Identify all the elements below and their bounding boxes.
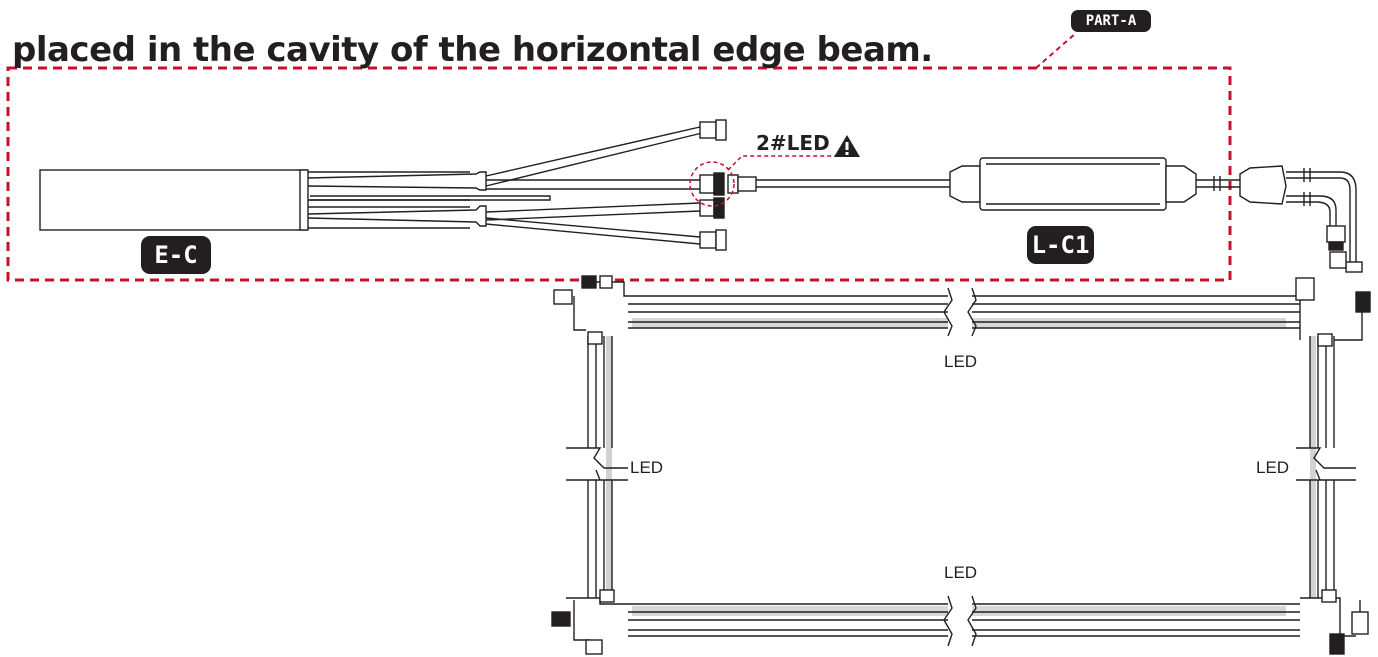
part-a-boundary — [6, 66, 1232, 282]
part-a-tag: PART-A — [1071, 10, 1151, 32]
led-frame-right — [1296, 336, 1356, 598]
callout-leader — [727, 155, 840, 171]
led-label-left: LED — [630, 458, 664, 477]
part-a-leader — [1035, 32, 1077, 69]
callout-circle — [689, 161, 735, 207]
led-frame-top — [628, 287, 1300, 337]
controller-box — [39, 169, 470, 231]
led-frame-left — [566, 336, 628, 598]
led-frame-bottom — [628, 595, 1300, 647]
splitter-connectors — [1326, 225, 1363, 273]
page-heading: placed in the cavity of the horizontal e… — [12, 30, 933, 70]
converter-box — [949, 157, 1197, 211]
led-label-right: LED — [1256, 458, 1290, 477]
callout-label: 2#LED — [756, 131, 830, 155]
splitter — [1239, 165, 1287, 205]
controller-cables — [307, 126, 703, 245]
converter-tag: L-C1 — [1027, 226, 1094, 264]
cable-connectors — [699, 119, 757, 251]
warning-triangle-icon — [834, 135, 860, 157]
splitter-cables — [1286, 168, 1357, 262]
converter-output-cable — [1196, 176, 1240, 191]
led-label-top: LED — [944, 352, 978, 371]
led-label-bottom: LED — [944, 563, 978, 582]
corner-connectors — [551, 275, 1371, 655]
controller-tag: E-C — [141, 236, 211, 274]
converter-input-cable — [756, 179, 950, 188]
